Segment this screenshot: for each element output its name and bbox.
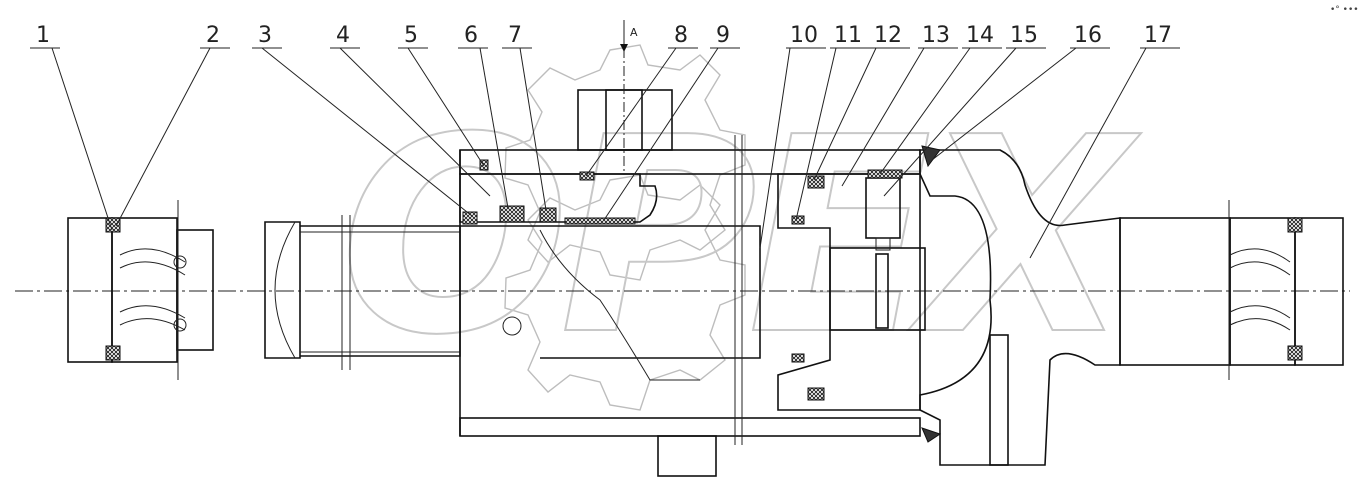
rear-end-cap: [919, 145, 1121, 466]
callout-10: 10: [759, 23, 826, 249]
svg-text:7: 7: [508, 23, 522, 48]
svg-text:14: 14: [966, 23, 994, 48]
callout-9: 9: [603, 23, 740, 221]
bottom-port: [657, 435, 717, 477]
svg-text:11: 11: [834, 23, 862, 48]
gland-head: [459, 159, 658, 225]
svg-text:10: 10: [790, 23, 818, 48]
svg-text:3: 3: [258, 23, 272, 48]
section-marker-label: A: [630, 26, 638, 39]
callout-8: 8: [585, 23, 698, 177]
right-rod-eye: [1119, 200, 1344, 380]
callout-12: 12: [813, 23, 910, 181]
svg-text:16: 16: [1074, 23, 1102, 48]
svg-text:12: 12: [874, 23, 902, 48]
callout-7: 7: [502, 23, 547, 211]
svg-text:9: 9: [716, 23, 730, 48]
left-rod-eye: [67, 200, 214, 380]
callout-16: 16: [931, 23, 1110, 161]
callout-13: 13: [841, 23, 958, 187]
watermark-text: OPEX: [340, 79, 1141, 394]
svg-text:15: 15: [1010, 23, 1038, 48]
callout-3: 3: [252, 23, 473, 217]
svg-text:8: 8: [674, 23, 688, 48]
callout-6: 6: [458, 23, 509, 209]
corner-mark: •° •••: [1330, 5, 1359, 15]
svg-text:17: 17: [1144, 23, 1172, 48]
callout-4: 4: [330, 23, 491, 197]
svg-text:5: 5: [404, 23, 418, 48]
callout-17: 17: [1029, 23, 1180, 259]
piston: [777, 169, 926, 411]
callout-11: 11: [795, 23, 870, 221]
svg-text:4: 4: [336, 23, 350, 48]
callout-5: 5: [398, 23, 485, 167]
svg-text:13: 13: [922, 23, 950, 48]
watermark-logo: OPEX: [339, 44, 1152, 411]
callouts: 1 2 3 4 5 6 7 8 9 10 11 12 13 14 15 16 1…: [30, 23, 1180, 259]
port-block: [577, 30, 673, 175]
piston-rod: [264, 215, 761, 381]
svg-text:2: 2: [206, 23, 220, 48]
callout-1: 1: [30, 23, 113, 231]
section-marker: A: [620, 20, 638, 52]
callout-2: 2: [115, 23, 230, 227]
svg-text:6: 6: [464, 23, 478, 48]
callout-15: 15: [883, 23, 1046, 197]
svg-text:1: 1: [36, 23, 50, 48]
callout-14: 14: [879, 23, 1002, 175]
